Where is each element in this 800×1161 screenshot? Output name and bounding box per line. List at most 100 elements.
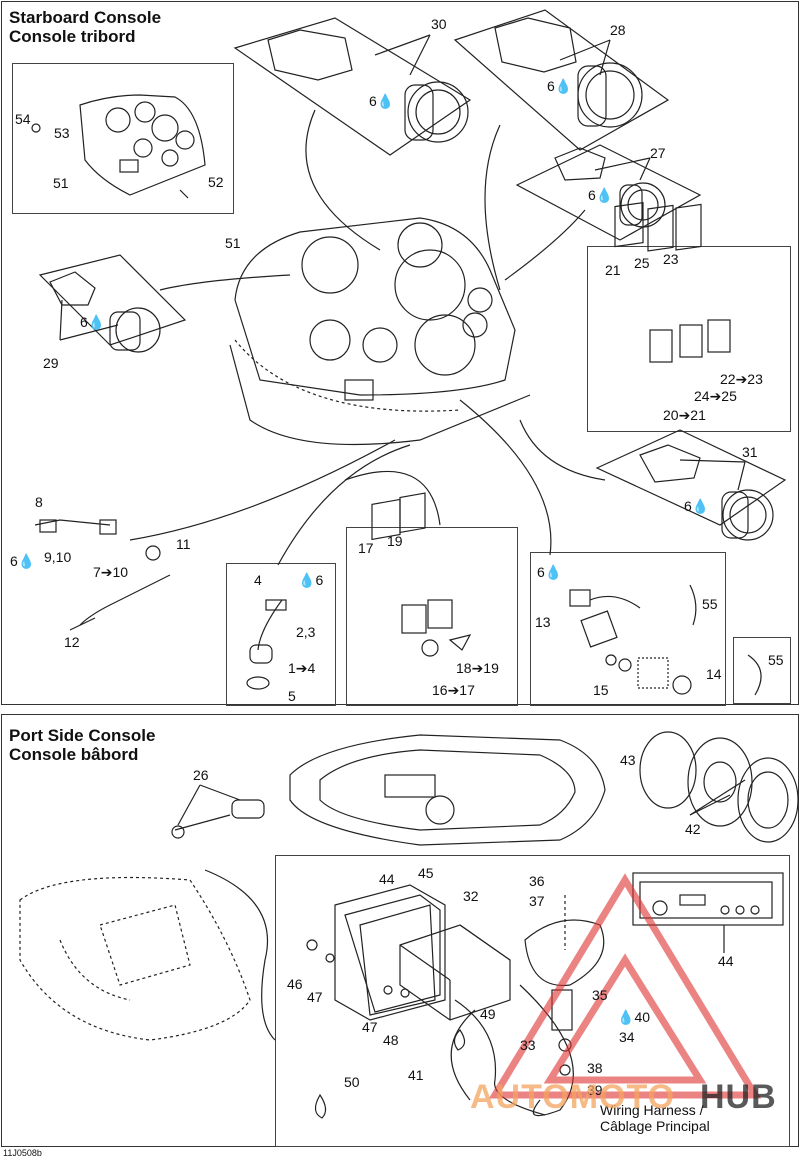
lube-label: 40 <box>634 1009 651 1025</box>
drawing-code: 11J0508b <box>3 1148 42 1158</box>
callout-42: 42 <box>685 821 701 837</box>
gauge-31 <box>639 444 774 541</box>
callout-35: 35 <box>592 987 608 1003</box>
watermark-text-a: AUTOMOTO <box>470 1078 676 1116</box>
callout-13: 13 <box>535 614 551 630</box>
callout-32: 32 <box>463 888 479 904</box>
callout-31: 31 <box>742 444 758 460</box>
callout-45: 45 <box>418 865 434 881</box>
callout-1-4: 1➔4 <box>288 660 316 676</box>
callout-33: 33 <box>520 1037 536 1053</box>
callout-19: 19 <box>387 533 403 549</box>
lanyard-assembly <box>34 519 171 631</box>
callout-49: 49 <box>480 1006 496 1022</box>
accessory-socket <box>246 599 287 690</box>
callout-11: 11 <box>176 536 191 552</box>
callout-12: 12 <box>64 634 80 650</box>
callout-24-25: 24➔25 <box>694 388 737 404</box>
callout-34: 34 <box>619 1029 635 1045</box>
oil-drop-icon: 💧 <box>554 78 573 94</box>
inset-tie-55 <box>733 637 791 704</box>
callout-53: 53 <box>54 125 70 141</box>
oil-drop-icon: 💧 <box>691 498 710 514</box>
callout-46: 46 <box>287 976 303 992</box>
callout-17: 17 <box>358 540 374 556</box>
port-console-panel <box>1 714 799 1147</box>
tie-55-b <box>747 654 762 696</box>
callout-43: 43 <box>620 752 636 768</box>
lube-label: 6 <box>369 93 377 109</box>
callout-54: 54 <box>15 111 31 127</box>
inset-switch-kit <box>346 527 518 706</box>
callout-50: 50 <box>344 1074 360 1090</box>
console-cover-small <box>31 94 206 199</box>
lube-6-gauge27: 6💧 <box>588 188 613 203</box>
port-title-en: Port Side Console <box>9 726 156 745</box>
callout-41: 41 <box>408 1067 424 1083</box>
wiring-harness-caption-fr: Câblage Principal <box>600 1118 710 1134</box>
callout-38: 38 <box>587 1060 603 1076</box>
callout-55-b: 55 <box>768 652 784 668</box>
oil-drop-icon: 💧 <box>544 564 563 580</box>
oil-drop-icon: 💧 <box>17 553 36 569</box>
callout-4: 4 <box>254 572 262 588</box>
starboard-console-panel <box>1 1 799 705</box>
plate-gauge-30 <box>233 17 472 156</box>
plate-gauge-29 <box>38 254 187 346</box>
inset-console-cover <box>12 63 234 214</box>
callout-27: 27 <box>650 145 666 161</box>
callout-23: 23 <box>663 251 679 267</box>
callout-2-3: 2,3 <box>296 624 316 640</box>
inset-switch-pads <box>587 246 791 432</box>
inset-socket <box>226 563 336 706</box>
callout-18-19: 18➔19 <box>456 660 499 676</box>
lube-6-gauge31: 6💧 <box>684 499 709 514</box>
oil-drop-icon: 💧 <box>87 314 106 330</box>
callout-29: 29 <box>43 355 59 371</box>
switch-13 <box>569 584 697 695</box>
lube-6-lanyard: 6💧 <box>10 554 35 569</box>
plate-gauge-31 <box>595 429 787 526</box>
callout-5: 5 <box>288 688 296 704</box>
callout-37: 37 <box>529 893 545 909</box>
callout-51-inset: 51 <box>53 175 69 191</box>
wiring-harness-caption-en: Wiring Harness / <box>600 1102 704 1118</box>
gauge-30 <box>267 29 469 143</box>
inset-stereo <box>275 855 790 1147</box>
lube-label: 6 <box>684 498 692 514</box>
callout-22-23: 22➔23 <box>720 371 763 387</box>
gauge-29 <box>49 271 161 353</box>
callout-39: 39 <box>587 1082 603 1098</box>
callout-52: 52 <box>208 174 224 190</box>
lube-label: 6 <box>80 314 88 330</box>
lighter-26 <box>171 799 265 839</box>
main-console <box>229 217 531 446</box>
lube-6-gauge29: 6💧 <box>80 315 105 330</box>
port-title-fr: Console bâbord <box>9 745 139 764</box>
callout-25: 25 <box>634 255 650 271</box>
plate-gauge-28 <box>453 9 670 151</box>
callout-36: 36 <box>529 873 545 889</box>
stereo-unit-32 <box>399 924 511 1021</box>
gauge-28 <box>494 17 643 128</box>
watermark-logo <box>488 873 762 1099</box>
inset-switch-13 <box>530 552 726 706</box>
oil-drop-icon: 💧 <box>617 1009 635 1025</box>
callout-14: 14 <box>706 666 722 682</box>
lube-label: 6 <box>537 564 545 580</box>
callout-16-17: 16➔17 <box>432 682 475 698</box>
lube-6-switch13: 6💧 <box>537 565 562 580</box>
lube-label: 6 <box>10 553 18 569</box>
callout-21: 21 <box>605 262 621 278</box>
starboard-title-fr: Console tribord <box>9 27 136 46</box>
boat-top-view <box>289 734 606 846</box>
callout-47-b: 47 <box>362 1019 378 1035</box>
callout-7-10: 7➔10 <box>93 564 129 580</box>
switch-kit <box>371 492 472 657</box>
callout-28: 28 <box>610 22 626 38</box>
oil-drop-icon: 💧 <box>595 187 614 203</box>
callout-48: 48 <box>383 1032 399 1048</box>
callout-20-21: 20➔21 <box>663 407 706 423</box>
callout-30: 30 <box>431 16 447 32</box>
lube-6-gauge28: 6💧 <box>547 79 572 94</box>
